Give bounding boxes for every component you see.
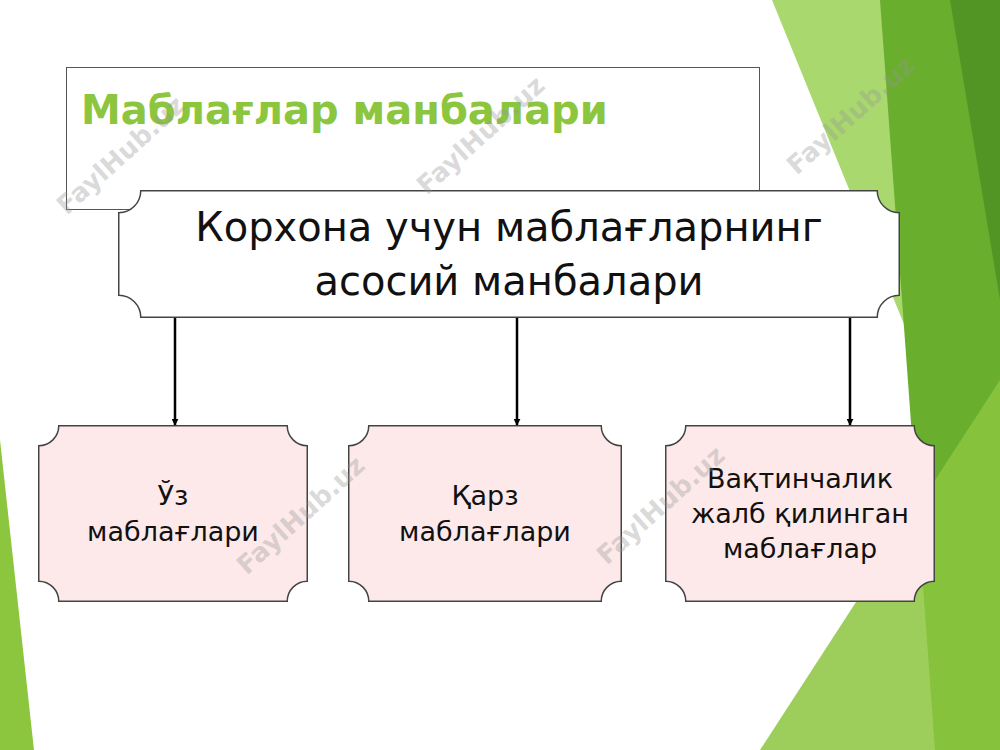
green-triangle (950, 0, 1000, 300)
box-outline-path (119, 191, 900, 318)
box-outline (348, 425, 622, 602)
node-text: Вақтинчалик жалб қилинган маблағлар (679, 461, 921, 566)
green-strip (0, 440, 34, 750)
watermark: FaylHub.uz (781, 50, 921, 180)
box-outline-path (666, 426, 935, 602)
arrow-connector (849, 318, 852, 425)
box-outline-path (349, 426, 622, 602)
main-source-box: Корхона учун маблағларнинг асосий манбал… (118, 190, 900, 318)
source-box: Ўз маблағлари (38, 425, 308, 602)
box-outline (38, 425, 308, 602)
arrow-connector (516, 318, 519, 425)
source-box: Қарз маблағлари (348, 425, 622, 602)
box-outline-path (39, 426, 308, 602)
node-text: Корхона учун маблағларнинг асосий манбал… (148, 200, 870, 308)
arrow-connector (174, 318, 177, 425)
node-text: Ўз маблағлари (86, 478, 260, 548)
node-text: Маблағлар манбалари (81, 86, 608, 134)
title-box: Маблағлар манбалари (66, 67, 760, 210)
node-text: Қарз маблағлари (396, 478, 574, 548)
source-box: Вақтинчалик жалб қилинган маблағлар (665, 425, 935, 602)
